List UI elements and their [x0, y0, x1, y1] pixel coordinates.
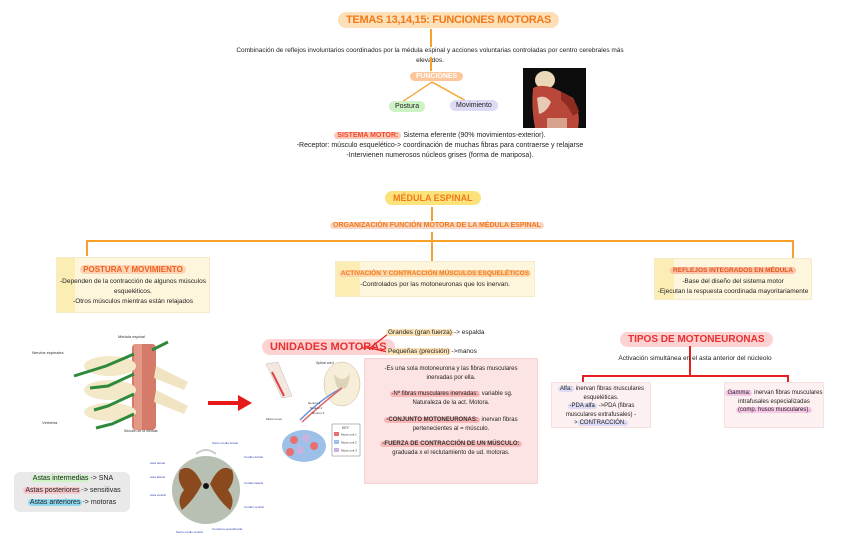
key-item: Motor unit 2: [341, 441, 357, 445]
main-title: TEMAS 13,14,15: FUNCIONES MOTORAS: [338, 12, 560, 28]
red-arrow-icon: [208, 395, 252, 411]
medula-espinal-node: MÉDULA ESPINAL: [385, 191, 481, 205]
key-title: KEY: [342, 426, 350, 430]
tipos-subtitle: Activación simultánea en el asta anterio…: [618, 355, 772, 362]
connector-line: [430, 57, 432, 71]
sistema-motor-line: -Receptor: músculo esquelético-> coordin…: [296, 142, 584, 149]
gamma-box: Gamma: inervan fibras musculares intrafu…: [724, 382, 824, 428]
connector-line: [582, 375, 584, 383]
postura-movimiento-box: POSTURA Y MOVIMIENTO -Dependen de la con…: [56, 257, 210, 313]
pda-label: -PDA alfa: [567, 403, 597, 409]
connector-line: [86, 240, 794, 242]
connector-line: [431, 232, 433, 262]
unidades-motoras-node: UNIDADES MOTORAS: [262, 339, 395, 355]
alfa-label: Alfa:: [557, 386, 574, 392]
cross-label: Asta ventral: [150, 493, 166, 497]
unidades-branches: [362, 333, 389, 353]
motor-unit-diagram-image: KEY Motor unit 1 Motor unit 2 Motor unit…: [262, 358, 362, 464]
funciones-branches: [401, 81, 469, 103]
key-item: Motor unit 3: [341, 449, 357, 453]
connector-line: [792, 240, 794, 258]
unidades-motoras-box: -Es una sola motoneurona y las fibras mu…: [364, 358, 538, 484]
sistema-motor-block: SISTEMA MOTOR: Sistema eferente (90% mov…: [270, 131, 610, 161]
gamma-label: Gamma:: [725, 390, 753, 396]
cross-label: Cordón ventral: [244, 505, 264, 509]
branch-line: -Dependen de la contracción de algunos m…: [60, 278, 206, 295]
unidad-p4: -FUERZA DE CONTRACCIÓN DE UN MÚSCULO: gr…: [380, 441, 522, 456]
asta-anterior: Astas anteriores-> motoras: [27, 499, 117, 506]
motor-unit-label: Motor nerve: [266, 417, 282, 421]
asta-posterior: Astas posteriores-> sensitivas: [23, 487, 121, 494]
spine-label: Nervios espinales: [32, 350, 64, 355]
movimiento-node: Movimiento: [450, 100, 498, 111]
motor-unit-label: Neuron 2: [310, 406, 323, 410]
cross-label: Cordón dorsal: [244, 455, 263, 459]
astas-box: Astas intermedias-> SNA Astas posteriore…: [14, 472, 130, 512]
unidad-p2: -Nº fibras musculares inervadas: variabl…: [389, 391, 513, 406]
reflejos-integrados-box: REFLEJOS INTEGRADOS EN MÉDULA -Base del …: [654, 258, 812, 300]
anatomical-muscle-figure-image: [523, 68, 586, 128]
tipos-motoneuronas-node: TIPOS DE MOTONEURONAS: [620, 332, 773, 347]
connector-line: [582, 375, 788, 377]
sistema-motor-line: Sistema eferente (90% movimientos-exteri…: [403, 132, 546, 139]
branch-line: -Base del diseño del sistema motor: [682, 278, 784, 285]
spine-label: Médula espinal: [118, 334, 145, 339]
asta-intermedia: Astas intermedias-> SNA: [30, 475, 114, 482]
cross-label: Cordón lateral: [244, 481, 263, 485]
cross-label: Asta dorsal: [150, 461, 165, 465]
motor-unit-label: Neuron 3: [312, 411, 325, 415]
alfa-box: Alfa: inervan fibras musculares esquelét…: [551, 382, 651, 428]
spinal-cord-cross-section-image: Surco medio dorsal Cordón dorsal Asta do…: [136, 440, 270, 540]
unidad-p3: -CONJUNTO MOTONEURONAS: inervan fibras p…: [384, 417, 518, 432]
connector-line: [430, 29, 432, 47]
medula-subtitle: ORGANIZACIÓN FUNCIÓN MOTORA DE LA MÉDULA…: [330, 222, 544, 229]
cross-label: Comisura ependimaria: [212, 527, 243, 531]
motor-unit-label: Neuron 1: [308, 401, 321, 405]
sistema-motor-label: SISTEMA MOTOR:: [334, 132, 402, 139]
header-description: Combinación de reflejos involuntarios co…: [236, 47, 624, 64]
branch-title: ACTIVACIÓN Y CONTRACCIÓN MÚSCULOS ESQUEL…: [338, 270, 532, 277]
activacion-contraccion-box: ACTIVACIÓN Y CONTRACCIÓN MÚSCULOS ESQUEL…: [335, 261, 535, 297]
sistema-motor-line: -Intervienen numerosos núcleos grises (f…: [346, 152, 534, 159]
branch-line: -Ejecutan la respuesta coordinada mayori…: [657, 288, 809, 295]
spine-vertebra-image: Médula espinal Nervios espinales Vértebr…: [28, 330, 198, 438]
branch-line: -Controlados por las motoneuronas que lo…: [360, 281, 510, 288]
motor-unit-label: Spinal cord: [316, 361, 334, 365]
branch-title: REFLEJOS INTEGRADOS EN MÉDULA: [670, 267, 796, 274]
connector-line: [431, 207, 433, 221]
funciones-node: FUNCIONES: [410, 72, 464, 81]
spine-label: Sección de la médula: [124, 429, 158, 433]
cross-label: Surco medio ventral: [176, 530, 203, 534]
postura-node: Postura: [389, 101, 426, 112]
cross-label: Asta lateral: [150, 475, 165, 479]
unidad-p1: -Es una sola motoneurona y las fibras mu…: [384, 366, 518, 381]
connector-line: [787, 375, 789, 383]
connector-line: [86, 240, 88, 256]
connector-line: [689, 346, 691, 376]
branch-line: -Otros músculos mientras están relajados: [73, 298, 193, 305]
cross-label: Surco medio dorsal: [212, 441, 238, 445]
key-item: Motor unit 1: [341, 433, 357, 437]
unidad-grande: Grandes (gran fuerza)-> espalda: [386, 329, 485, 336]
spine-label: Vértebra: [42, 420, 58, 425]
unidad-pequena: Pequeñas (precisión)->manos: [386, 348, 477, 355]
branch-title: POSTURA Y MOVIMIENTO: [80, 265, 186, 274]
